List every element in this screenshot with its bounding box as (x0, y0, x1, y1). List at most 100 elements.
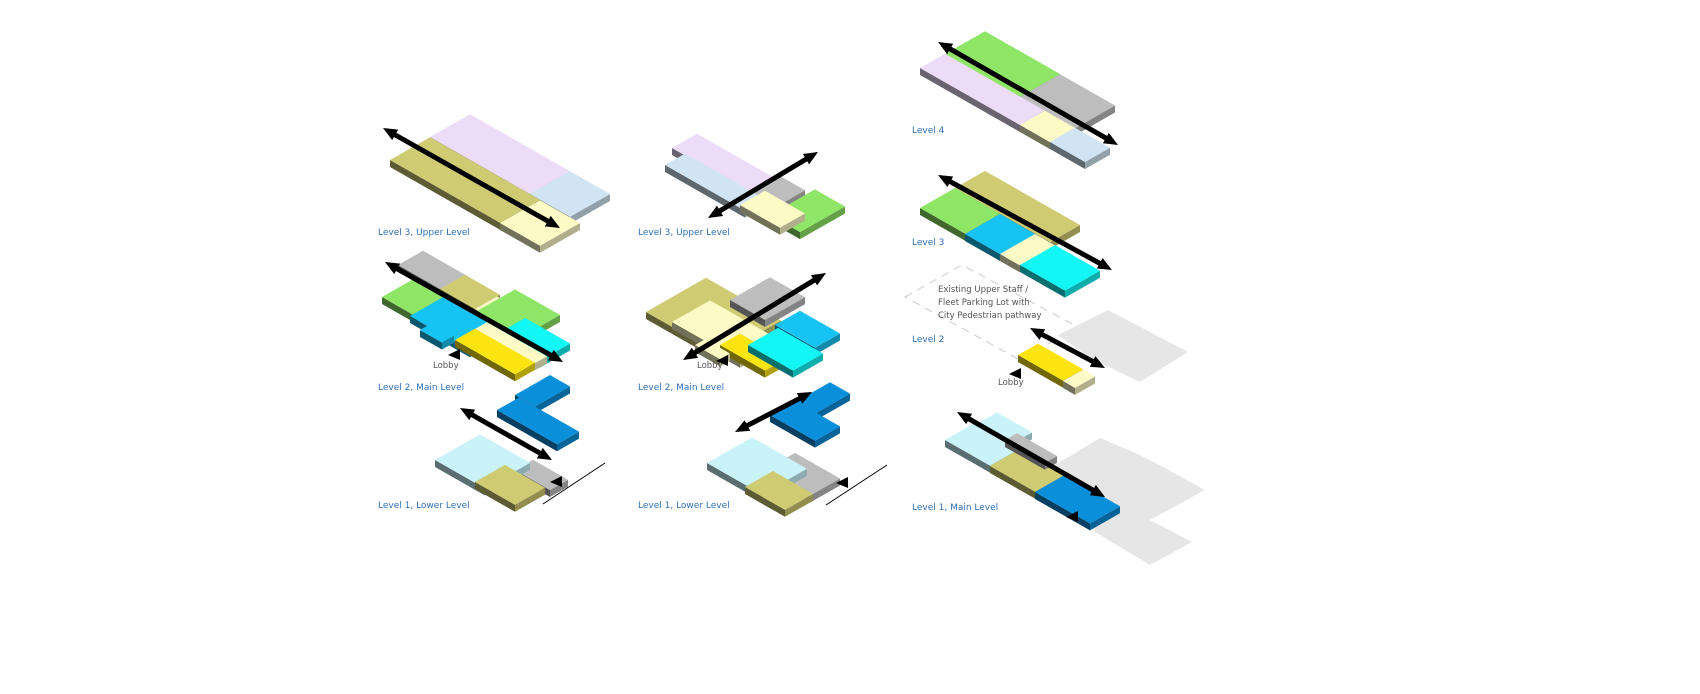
arrow-head (796, 392, 812, 404)
label-col3-level4: Level 4 (912, 126, 945, 136)
arrow-shaft (691, 276, 818, 357)
arrow-head (1030, 328, 1046, 340)
zone-side (500, 223, 540, 253)
zone-top (990, 448, 1065, 492)
zone-top (945, 31, 1060, 97)
zone-top (440, 274, 500, 309)
arrow-head (536, 447, 552, 460)
arrow-shaft (393, 265, 555, 359)
zone-top (1020, 74, 1115, 129)
entry-triangle-icon (1066, 511, 1078, 522)
arrow-head (547, 349, 563, 362)
floor-zone-cyan (1020, 245, 1100, 298)
floor-zone-darkblue (770, 400, 840, 448)
parking-note-line: City Pedestrian pathway (938, 311, 1042, 321)
zone-top (1020, 110, 1075, 143)
arrow-head (683, 347, 699, 360)
label-col3-level2: Level 2 (912, 335, 945, 345)
entry-triangle-icon (716, 355, 728, 366)
zone-side (1018, 355, 1063, 388)
circulation-arrow-icon (957, 412, 1105, 497)
zone-top (695, 339, 730, 360)
zone-top (1035, 474, 1120, 524)
zone-top (475, 464, 545, 505)
entry-triangle-icon (550, 476, 562, 487)
arrow-shaft (743, 394, 804, 430)
zone-top (497, 397, 579, 445)
existing-building (1058, 310, 1188, 382)
arrow-head (1089, 484, 1105, 497)
zone-top (1018, 343, 1083, 381)
floor-zone-paleyellow (740, 190, 805, 235)
floor-zone-olive (745, 471, 813, 517)
arrow-shaft (965, 415, 1097, 494)
zone-top (748, 327, 823, 371)
parking-note: Existing Upper Staff / Fleet Parking Lot… (938, 284, 1041, 323)
zone-top (945, 422, 1020, 466)
parking-note-line: Existing Upper Staff / (938, 285, 1029, 295)
zone-side (475, 482, 515, 512)
entry-triangle-icon (448, 349, 460, 360)
floor-zone-lightblue (1050, 127, 1110, 169)
zone-side (557, 431, 579, 452)
label-col3-lobby: Lobby (998, 378, 1024, 388)
arrow-head (708, 205, 724, 218)
circulation-arrow-icon (938, 175, 1112, 270)
zone-side (815, 333, 840, 355)
zone-side (800, 206, 845, 240)
zone-side (515, 487, 545, 512)
floor-zone-olive (475, 464, 545, 512)
arrow-shaft (716, 155, 810, 215)
floor-zone-paleyellow (500, 200, 580, 253)
label-col1-level2: Level 2, Main Level (378, 383, 465, 393)
zone-side (435, 460, 485, 496)
zone-side (540, 223, 580, 253)
zone-top (470, 289, 560, 341)
zone-side (442, 335, 454, 350)
street-line (825, 464, 888, 506)
label-col3-level1: Level 1, Main Level (912, 503, 999, 513)
arrow-shaft (946, 45, 1110, 142)
floor-zone-gray (730, 277, 805, 327)
zone-side (770, 415, 815, 448)
arrow-shaft (1038, 331, 1097, 365)
zone-side (1063, 381, 1075, 395)
label-col3-level3: Level 3 (912, 238, 945, 248)
zone-top (430, 114, 570, 194)
zone-top (745, 471, 813, 510)
zone-top (495, 317, 570, 361)
zone-top (515, 375, 570, 407)
zone-top (420, 323, 454, 343)
arrow-shaft (468, 411, 544, 457)
zone-side (1020, 125, 1050, 150)
zone-top (398, 250, 468, 291)
existing-building (1055, 438, 1205, 565)
zone-side (455, 340, 515, 382)
arrow-head (1096, 258, 1112, 270)
zone-side (1085, 147, 1110, 169)
zone-side (382, 297, 417, 324)
circulation-arrow-icon (683, 273, 826, 360)
street-line (542, 462, 606, 505)
zone-side (748, 345, 793, 378)
zone-side (535, 386, 570, 414)
zone-top (530, 171, 610, 217)
zone-top (920, 188, 1000, 234)
zone-side (745, 487, 785, 517)
label-col2-level2: Level 2, Main Level (638, 383, 725, 393)
entry-triangle-icon (1009, 368, 1021, 379)
zone-top (500, 200, 580, 246)
zone-side (420, 330, 442, 350)
arrow-head (938, 175, 954, 187)
entry-triangle-icon (836, 477, 848, 488)
arrow-shaft (391, 131, 552, 225)
zone-top (475, 322, 547, 364)
circulation-arrow-icon (383, 128, 560, 228)
zone-top (390, 137, 540, 223)
zone-side (1050, 225, 1080, 250)
arrow-head (383, 128, 399, 141)
parking-note-line: Fleet Parking Lot with (938, 298, 1030, 308)
zone-top (1000, 234, 1055, 266)
zone-side (570, 194, 610, 224)
